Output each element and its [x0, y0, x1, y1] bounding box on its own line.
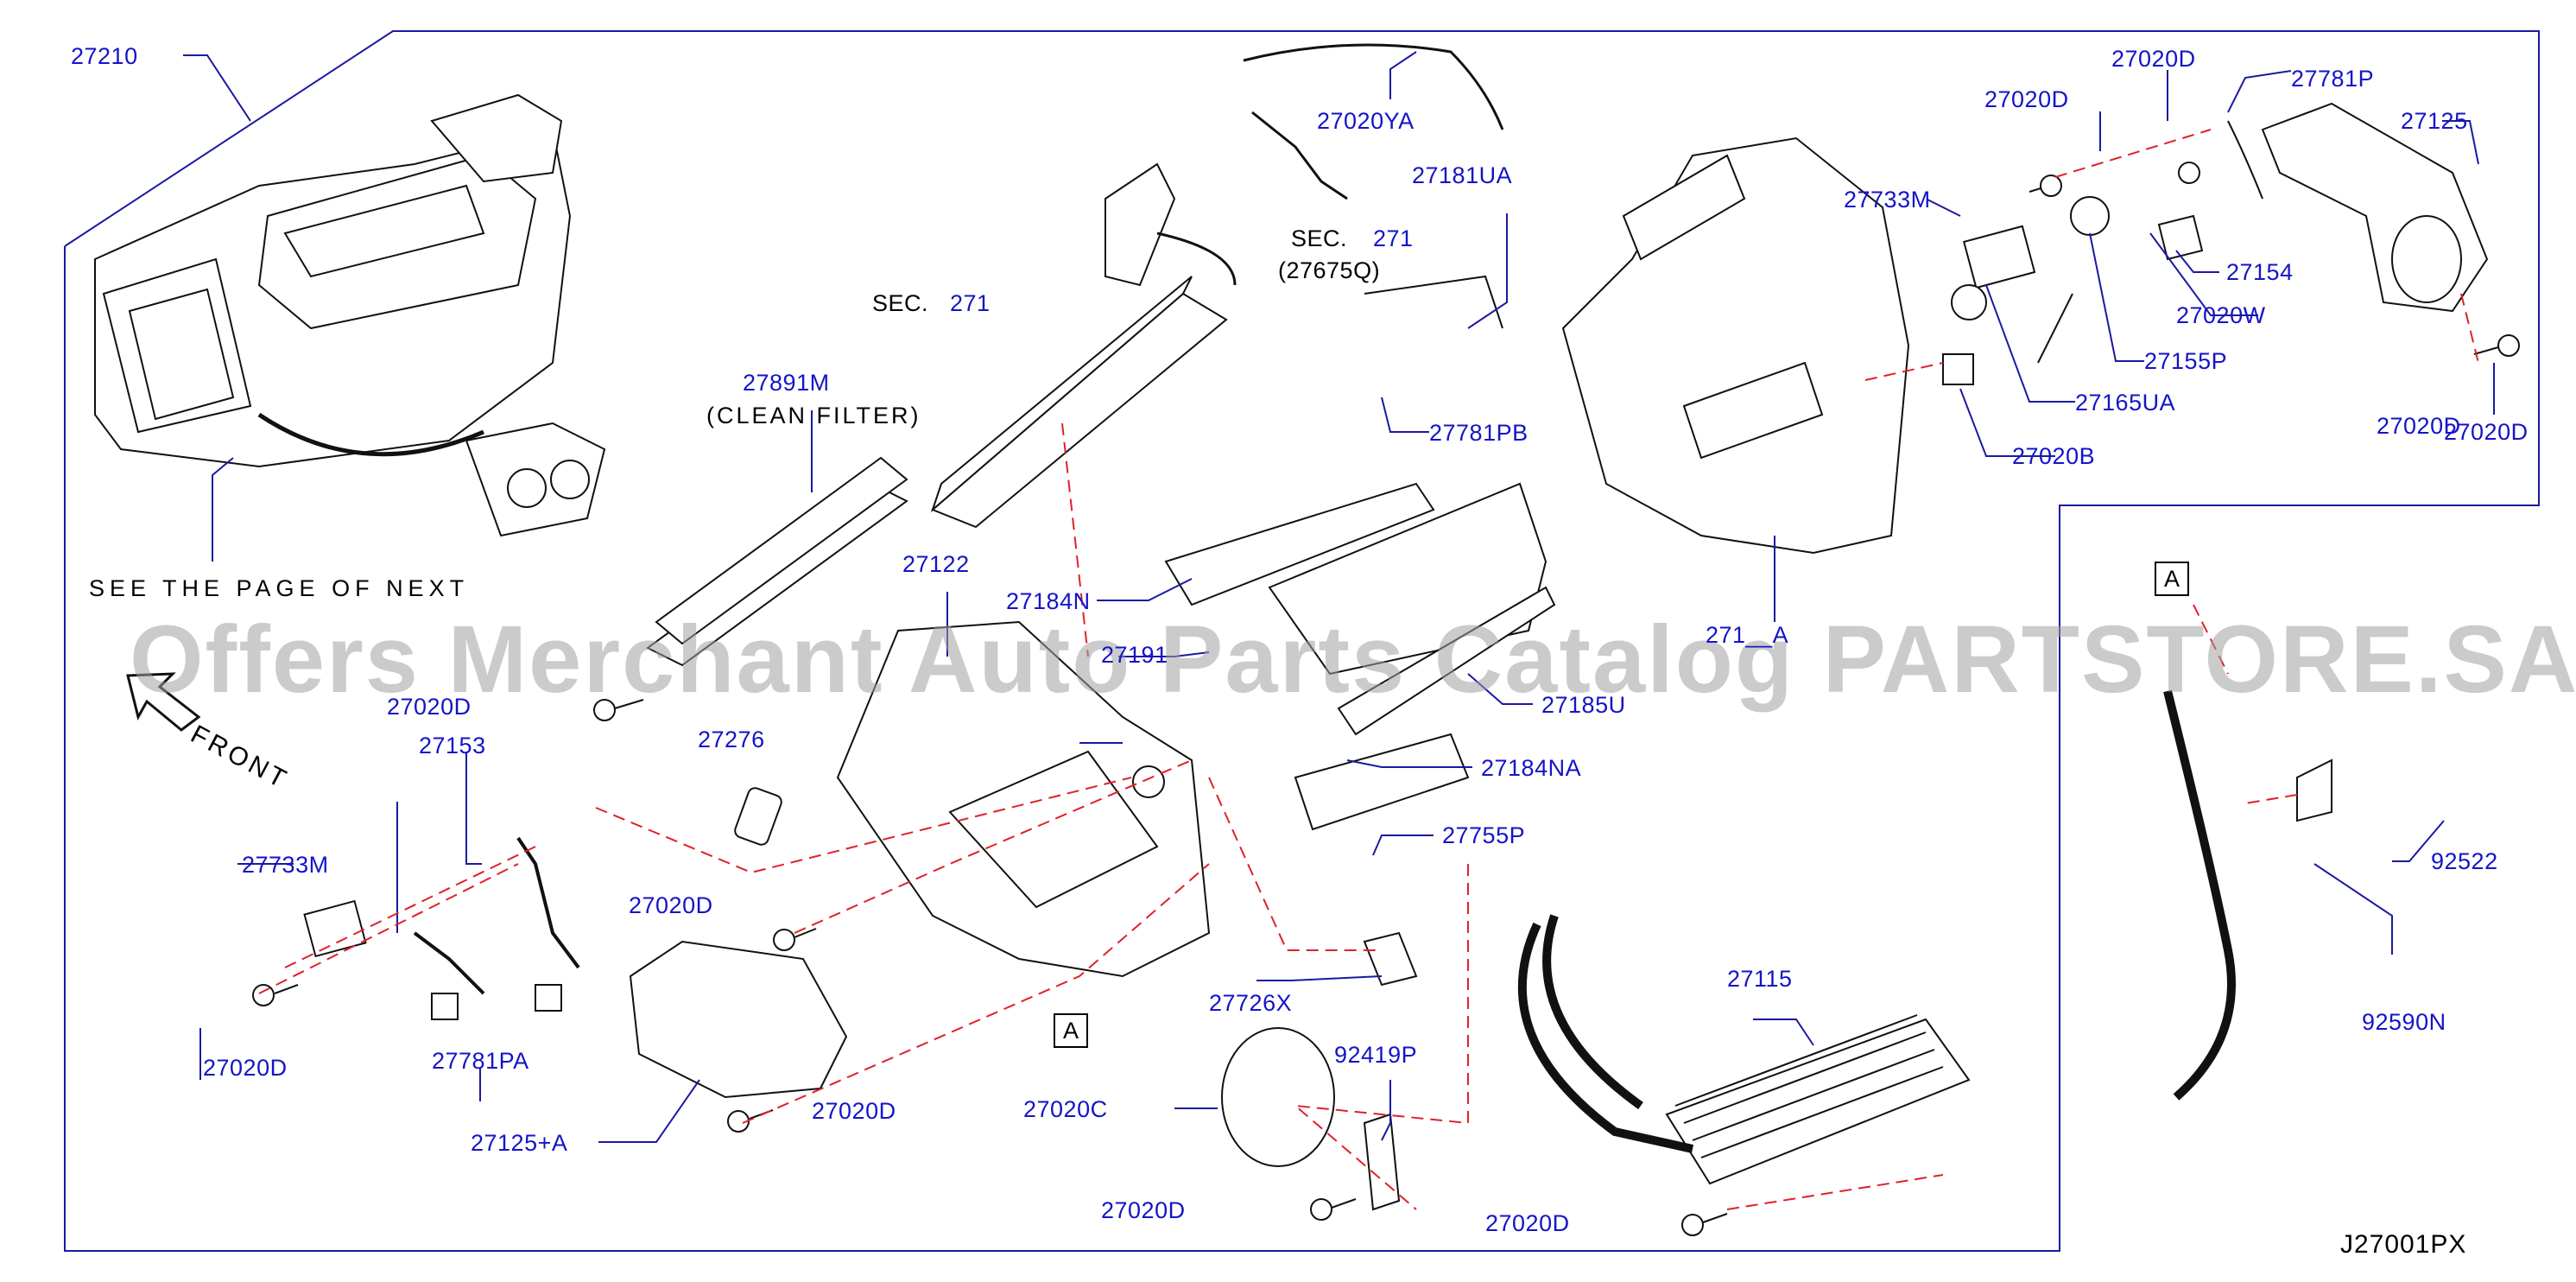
- part-label[interactable]: 27020C: [1023, 1096, 1108, 1122]
- part-label[interactable]: 27020D: [1485, 1210, 1570, 1236]
- clean-filter-note: (CLEAN FILTER): [706, 403, 921, 428]
- part-label[interactable]: 92522: [2431, 848, 2498, 874]
- part-label[interactable]: 27020D: [1101, 1197, 1186, 1223]
- heater-unit-drawing: [836, 620, 1211, 978]
- sec1-prefix: SEC.: [872, 290, 929, 316]
- frame-lines: [64, 30, 2540, 1252]
- part-label[interactable]: 27733M: [242, 852, 329, 878]
- part-label[interactable]: 27154: [2226, 259, 2294, 285]
- part-label[interactable]: 27125+A: [471, 1130, 568, 1156]
- dashed-connection-lines: [258, 129, 2479, 1210]
- link-bracket-drawing: [303, 836, 580, 1020]
- part-label[interactable]: 27020D: [203, 1055, 288, 1081]
- part-label[interactable]: 92419P: [1334, 1042, 1418, 1068]
- sec1-num[interactable]: 271: [950, 290, 991, 316]
- hvac-assembly-drawing: [94, 93, 606, 537]
- part-label[interactable]: 27020D: [387, 694, 472, 720]
- part-label[interactable]: 27184NA: [1481, 755, 1582, 781]
- sec2-prefix: SEC.: [1291, 225, 1348, 251]
- blower-cover-drawing: [629, 940, 848, 1099]
- watermark-text: Offers Merchant Auto Parts Catalog PARTS…: [130, 606, 2576, 713]
- duct-parts-drawing: [1164, 482, 1556, 831]
- ref-box-a-left: A: [1054, 1013, 1088, 1048]
- part-label[interactable]: 27020W: [2176, 302, 2266, 328]
- part-label[interactable]: 27781PA: [432, 1048, 529, 1074]
- part-label[interactable]: 27781PB: [1429, 420, 1529, 446]
- drawing-code: J27001PX: [2340, 1230, 2467, 1259]
- part-label[interactable]: 27184N: [1006, 588, 1091, 614]
- part-label[interactable]: 27726X: [1209, 990, 1293, 1016]
- leader-lines: [183, 51, 2495, 1143]
- misc-small-parts: [734, 43, 2332, 1211]
- part-label[interactable]: 27020D: [1984, 86, 2069, 112]
- part-label[interactable]: 27733M: [1844, 187, 1931, 213]
- part-label[interactable]: 27181UA: [1412, 162, 1513, 188]
- part-label[interactable]: 27781P: [2291, 66, 2375, 92]
- part-label[interactable]: 27020B: [2012, 443, 2096, 469]
- part-label[interactable]: 27020D: [629, 892, 713, 918]
- part-label[interactable]: 27755P: [1442, 822, 1526, 848]
- part-label[interactable]: 27125: [2401, 108, 2468, 134]
- part-label[interactable]: 27020D: [2377, 413, 2461, 439]
- see-page-note: SEE THE PAGE OF NEXT: [89, 575, 470, 601]
- part-label[interactable]: 27020D: [812, 1098, 896, 1124]
- cabin-filter-drawing: [646, 456, 908, 667]
- part-label[interactable]: 92590N: [2362, 1009, 2446, 1035]
- part-label[interactable]: 27165UA: [2075, 390, 2176, 416]
- evaporator-drawing: [930, 162, 1237, 529]
- front-arrow-icon: [126, 672, 201, 732]
- actuator-bracket-drawing: [2261, 102, 2489, 313]
- part-label[interactable]: 27020D: [2111, 46, 2196, 72]
- hvac-case-right-drawing: [1561, 136, 1910, 555]
- part-label[interactable]: 27210: [71, 43, 138, 69]
- part-label[interactable]: 271__A: [1706, 622, 1789, 648]
- part-label[interactable]: 27276: [698, 727, 765, 752]
- sec2-sub: (27675Q): [1278, 257, 1381, 283]
- part-label[interactable]: 27020YA: [1317, 108, 1415, 134]
- part-label[interactable]: 27891M: [743, 370, 830, 396]
- part-label[interactable]: 27155P: [2144, 348, 2228, 374]
- part-label[interactable]: 27020D: [2444, 419, 2529, 445]
- part-label[interactable]: 27185U: [1541, 692, 1626, 718]
- part-label[interactable]: 27191: [1101, 642, 1168, 668]
- sec2-num[interactable]: 271: [1373, 225, 1414, 251]
- small-actuator-parts: [1942, 120, 2263, 385]
- ref-box-a-right: A: [2155, 562, 2189, 596]
- part-label[interactable]: 27115: [1727, 966, 1793, 992]
- part-label[interactable]: 27153: [419, 733, 486, 758]
- part-label[interactable]: 27122: [902, 551, 970, 577]
- heater-core-drawing: [1517, 914, 1971, 1185]
